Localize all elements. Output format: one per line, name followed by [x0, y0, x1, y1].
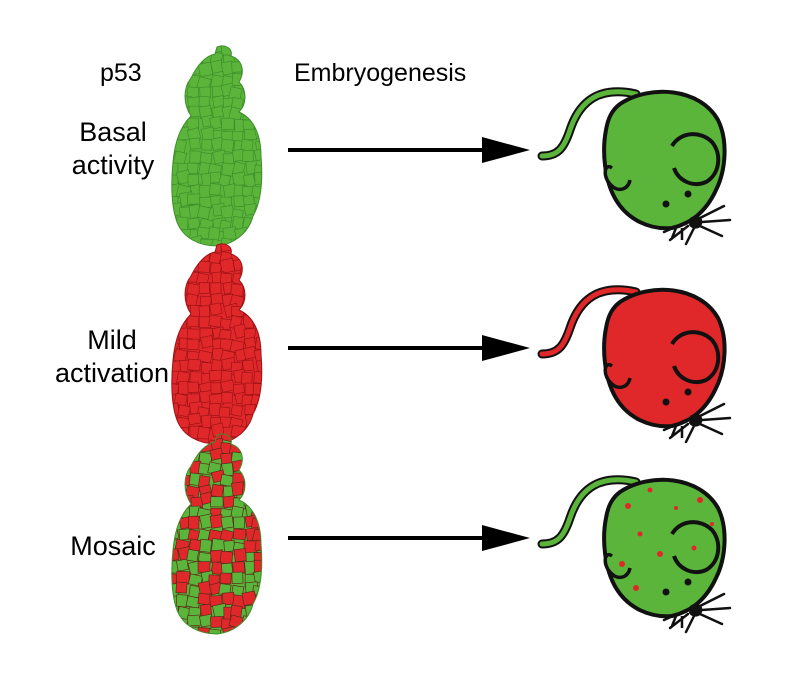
row-label-line2: activation	[54, 358, 170, 388]
embryo-icon	[171, 243, 263, 445]
row-label-line1: Basal	[79, 117, 147, 147]
embryogenesis-header: Embryogenesis	[294, 59, 467, 87]
mouse-icon	[537, 285, 732, 444]
arrow-icon	[288, 335, 530, 361]
row-label-mild-activation: Mild activation	[42, 324, 182, 390]
mouse-icon	[537, 475, 732, 634]
mouse-icon	[537, 87, 732, 246]
row-label-mosaic: Mosaic	[48, 530, 178, 563]
row-label-line1: Mosaic	[70, 531, 156, 561]
row-label-line1: Mild	[87, 325, 137, 355]
embryo-icon	[171, 433, 263, 635]
arrow-icon	[288, 137, 530, 163]
embryo-icon	[171, 45, 263, 247]
p53-header: p53	[100, 59, 142, 87]
arrow-icon	[288, 525, 530, 551]
row-label-basal-activity: Basal activity	[48, 116, 178, 182]
row-label-line2: activity	[71, 150, 155, 180]
